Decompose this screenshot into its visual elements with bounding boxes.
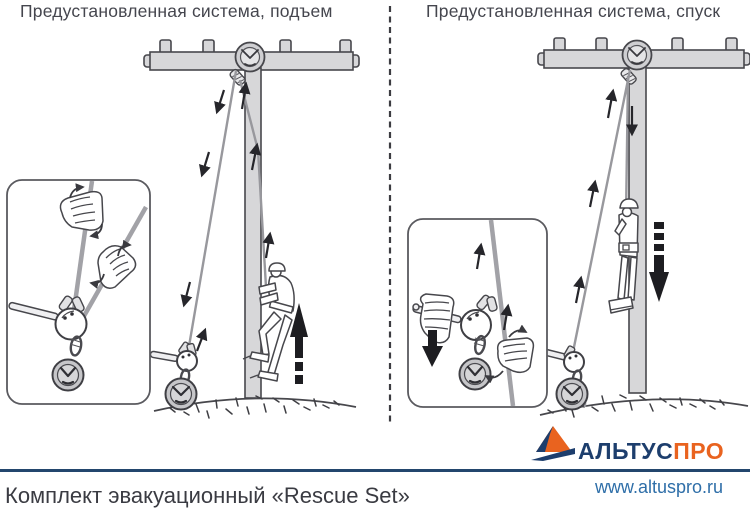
right-inset-detail [407,218,548,408]
altuspro-logo-text: АЛЬТУСПРО [578,440,724,463]
top-pulley-icon [621,39,653,71]
suspended-rescuer-figure [608,198,639,314]
pull-rope [185,70,238,359]
pole [244,67,262,399]
footer-divider [0,469,750,472]
website-link[interactable]: www.altuspro.ru [594,477,723,497]
utility-pole-right [537,37,750,394]
ground-descender-right [543,345,589,411]
left-panel-title: Предустановленная система, подъем [20,1,333,21]
hand-icon-upper [59,190,104,231]
pull-rope [571,69,632,353]
load-rope [624,75,630,217]
brand-primary: АЛЬТУС [578,438,674,464]
altuspro-logo-icon [531,426,575,461]
right-diagram-descent [407,37,750,418]
ascent-arrow-icon [290,303,308,384]
hand-icon-lower [97,245,137,289]
top-pulley-icon [234,41,266,73]
product-title: Комплект эвакуационный «Rescue Set» [5,483,410,508]
utility-pole-left [143,39,360,399]
ground-debris [169,395,340,419]
brand-secondary: ПРО [673,438,725,464]
rope-direction-arrows [180,81,275,352]
anchor-sling-icon [229,68,246,86]
ground-descender-left [149,341,198,411]
right-panel-title: Предустановленная система, спуск [426,1,721,21]
climber-figure [242,262,295,382]
rope-direction-arrows [573,88,639,304]
left-diagram-ascent [6,39,360,419]
descent-arrow-icon [649,222,669,302]
left-inset-detail [6,179,151,405]
brake-hand-down-arrow-icon [422,330,443,367]
hand-icon-rope [496,337,535,374]
